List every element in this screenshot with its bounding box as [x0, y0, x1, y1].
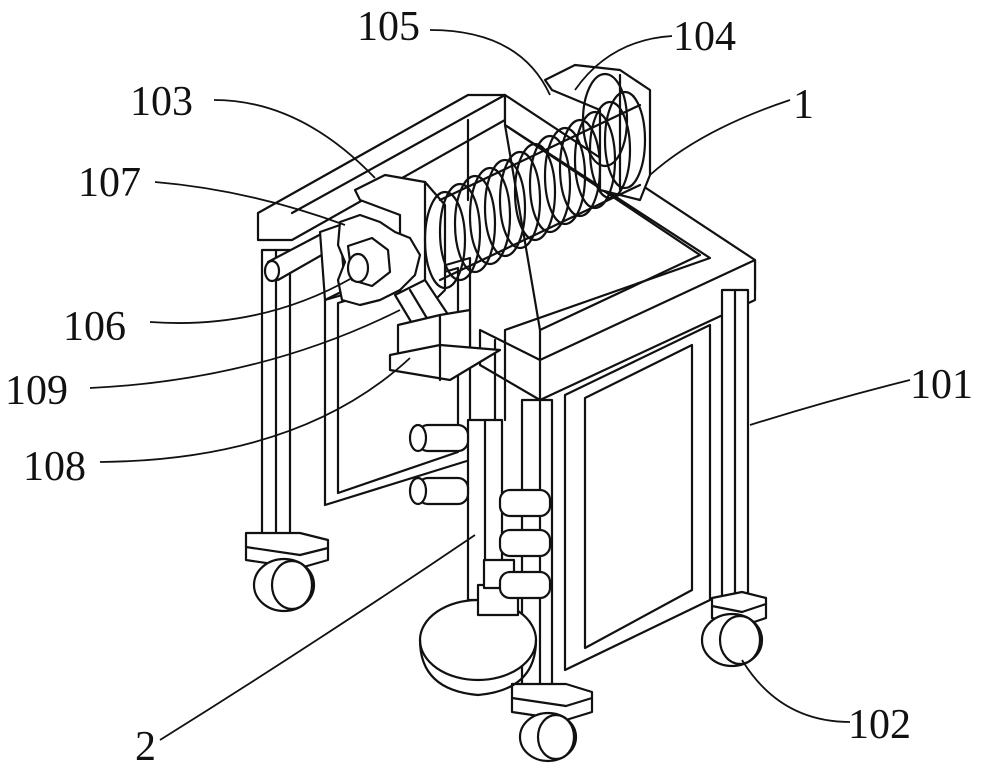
leader-lines [89, 29, 911, 741]
label-103: 103 [130, 79, 193, 125]
brush-assembly [408, 338, 552, 697]
rear-left-caster [244, 531, 330, 613]
gear-mechanism [263, 213, 502, 382]
label-1: 1 [793, 82, 814, 128]
label-108: 108 [23, 444, 86, 490]
label-104: 104 [673, 14, 736, 60]
label-107: 107 [78, 160, 141, 206]
reference-numerals: 105 104 1 103 107 106 109 108 101 102 2 [5, 4, 973, 770]
front-casters [510, 590, 768, 763]
top-frame [478, 93, 757, 402]
label-105: 105 [357, 4, 420, 50]
label-109: 109 [5, 368, 68, 414]
label-102: 102 [848, 702, 911, 748]
label-106: 106 [63, 304, 126, 350]
label-101: 101 [910, 362, 973, 408]
label-2: 2 [135, 724, 156, 770]
